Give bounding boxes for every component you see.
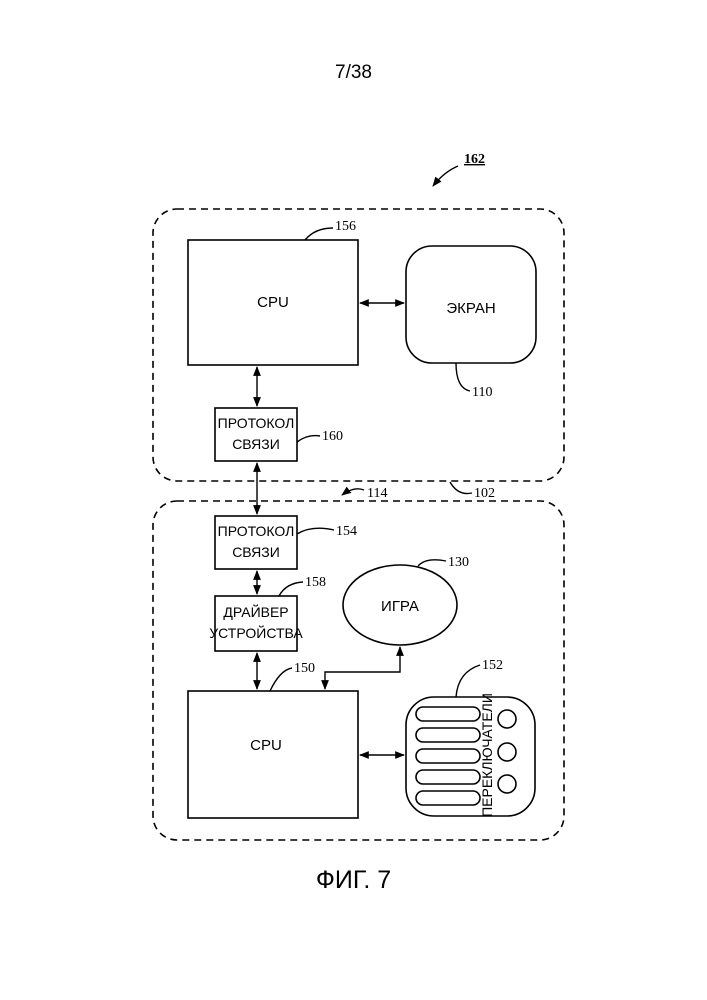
ref-102-label: 102 bbox=[474, 486, 495, 501]
switch-slider-2 bbox=[416, 728, 480, 742]
bottom-protocol-line2: СВЯЗИ bbox=[232, 544, 280, 560]
ref-130-label: 130 bbox=[448, 555, 469, 570]
ref-154-leader bbox=[297, 528, 334, 534]
ref-156-label: 156 bbox=[335, 219, 356, 234]
ref-110-label: 110 bbox=[472, 385, 492, 400]
ref-156-leader bbox=[305, 228, 333, 240]
bottom-cpu-block bbox=[188, 691, 358, 818]
bottom-cpu-label: CPU bbox=[250, 737, 282, 754]
ref-152-label: 152 bbox=[482, 658, 503, 673]
switch-button-2 bbox=[498, 743, 516, 761]
switch-slider-3 bbox=[416, 749, 480, 763]
bottom-protocol-line1: ПРОТОКОЛ bbox=[218, 523, 295, 539]
ref-158-label: 158 bbox=[305, 575, 326, 590]
switch-button-1 bbox=[498, 710, 516, 728]
ref-152-leader bbox=[456, 665, 480, 697]
ref-114-label: 114 bbox=[367, 486, 387, 501]
ref-162-arrow bbox=[433, 166, 458, 186]
ref-114-arrow bbox=[342, 489, 364, 495]
top-cpu-label: CPU bbox=[257, 294, 289, 311]
switch-slider-5 bbox=[416, 791, 480, 805]
ref-150-leader bbox=[270, 668, 292, 691]
switch-button-3 bbox=[498, 775, 516, 793]
ref-160-label: 160 bbox=[322, 429, 343, 444]
switch-slider-1 bbox=[416, 707, 480, 721]
top-protocol-line1: ПРОТОКОЛ bbox=[218, 415, 295, 431]
ref-162-label: 162 bbox=[464, 152, 485, 167]
ref-158-leader bbox=[279, 582, 303, 596]
display-label: ЭКРАН bbox=[446, 300, 495, 317]
ref-154-label: 154 bbox=[336, 524, 357, 539]
top-protocol-line2: СВЯЗИ bbox=[232, 436, 280, 452]
ref-160-leader bbox=[297, 436, 320, 442]
ref-110-leader bbox=[456, 363, 470, 391]
switches-label: ПЕРЕКЛЮЧАТЕЛИ bbox=[479, 693, 495, 817]
driver-line1: ДРАЙВЕР bbox=[223, 603, 288, 620]
driver-line2: УСТРОЙСТВА bbox=[209, 624, 303, 641]
figure-caption: ФИГ. 7 bbox=[0, 866, 707, 895]
ref-150-label: 150 bbox=[294, 661, 315, 676]
ref-130-leader bbox=[418, 560, 446, 566]
ref-102-leader bbox=[450, 482, 472, 494]
game-label: ИГРА bbox=[381, 598, 419, 615]
cpu-game-arrow bbox=[325, 647, 400, 689]
switch-slider-4 bbox=[416, 770, 480, 784]
